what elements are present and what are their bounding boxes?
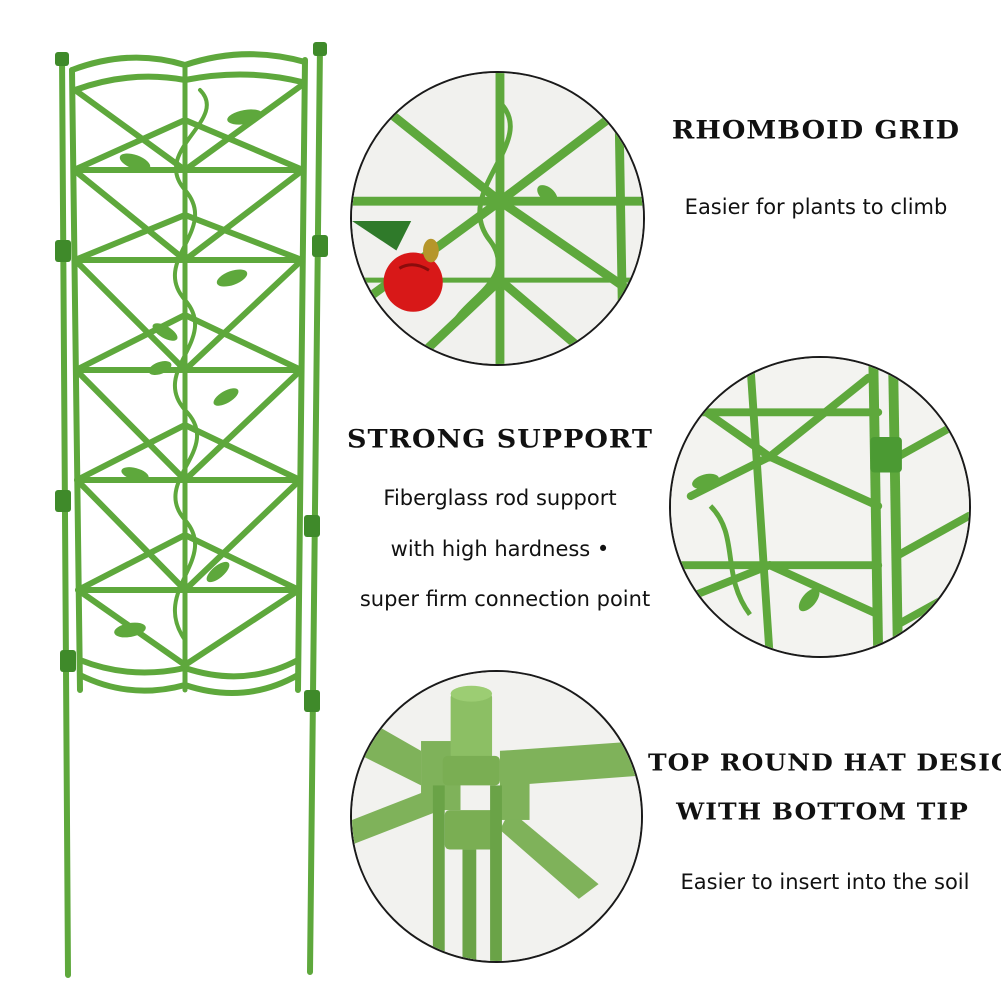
rhomboid-grid-closeup: [350, 71, 645, 366]
trellis-product-photo: [55, 42, 328, 978]
connection-point-closeup: [669, 356, 971, 658]
feature-heading-strong-support: STRONG SUPPORT: [347, 424, 653, 455]
feature-heading-round-hat: TOP ROUND HAT DESIGN: [648, 748, 1001, 777]
feature-heading-rhomboid-grid: RHOMBOID GRID: [671, 115, 961, 146]
round-hat-closeup: [350, 670, 643, 963]
feature-text-fiberglass: Fiberglass rod support: [383, 486, 617, 510]
feature-text-hardness: with high hardness •: [390, 537, 610, 561]
feature-text-insert-soil: Easier to insert into the soil: [680, 870, 970, 894]
feature-text-climb: Easier for plants to climb: [684, 195, 948, 219]
feature-text-connection: super firm connection point: [359, 587, 651, 611]
feature-heading-bottom-tip: WITH BOTTOM TIP: [676, 797, 969, 826]
